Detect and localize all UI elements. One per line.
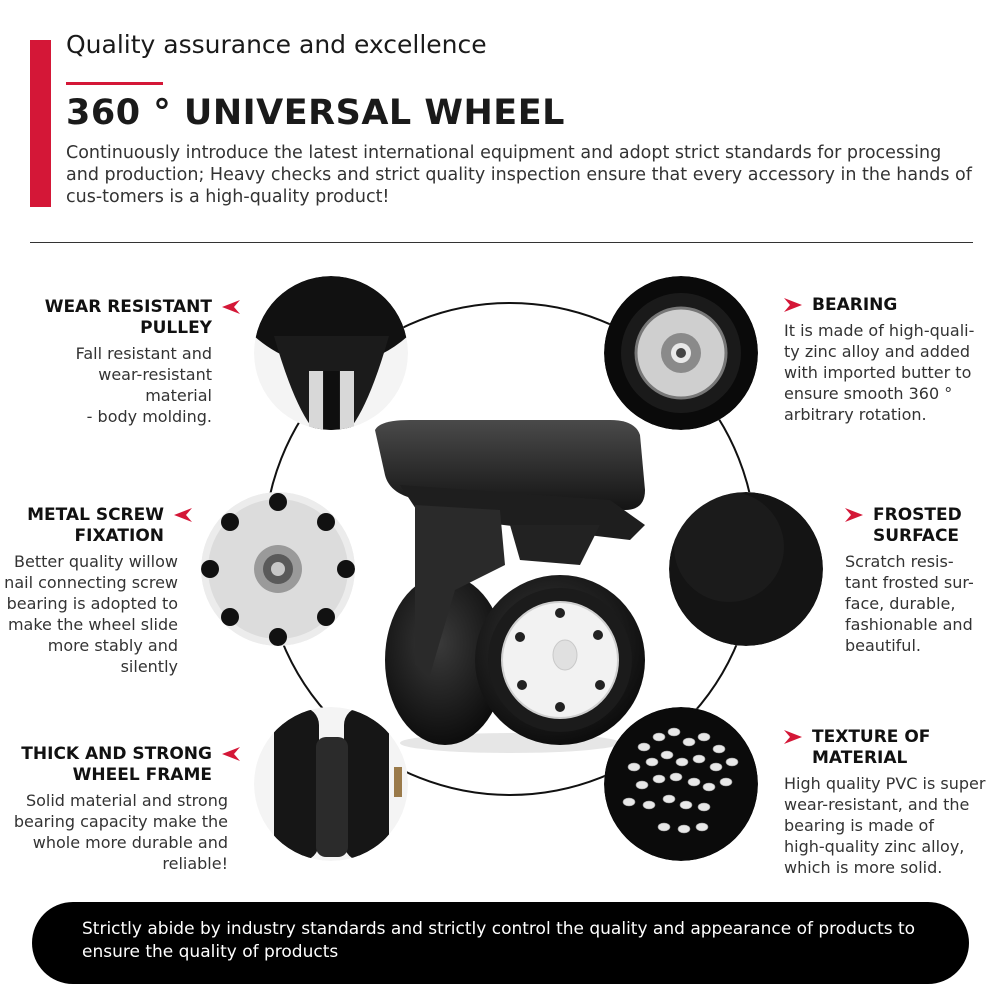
feature-body-line: which is more solid. [784,858,943,877]
bearing-closeup-image [604,276,758,430]
quality-banner: Strictly abide by industry standards and… [32,902,969,984]
feature-title-line: WHEEL FRAME [72,765,212,785]
feature-bearing: BEARING It is made of high-quali- ty zin… [784,295,984,425]
feature-title-line: METAL SCREW [27,505,164,525]
header-divider [30,242,973,243]
header-description: Continuously introduce the latest intern… [66,143,972,207]
feature-body-line: make the wheel slide [7,615,178,634]
feature-title-line: MATERIAL [812,748,908,768]
feature-title-line: PULLEY [140,318,212,338]
feature-body-line: Solid material and strong [25,791,228,810]
pointer-arrow-icon [784,730,802,744]
accent-underline [66,82,163,85]
feature-body-line: - body molding. [86,407,212,426]
feature-title-line: TEXTURE OF [812,727,931,747]
pointer-arrow-icon [222,300,240,314]
feature-title-line: BEARING [812,295,898,315]
section-subtitle: Quality assurance and excellence [66,30,487,59]
feature-body-line: wear-resistant material [98,365,212,405]
feature-body-line: more stably and [47,636,178,655]
feature-title-line: FIXATION [74,526,164,546]
screw-closeup-image [201,492,355,646]
feature-body-line: high-quality zinc alloy, [784,837,965,856]
feature-title-line: SURFACE [873,526,960,546]
feature-body-line: wear-resistant, and the [784,795,970,814]
feature-body-line: Better quality willow [14,552,178,571]
feature-body-line: ensure smooth 360 ° [784,384,953,403]
banner-text: Strictly abide by industry standards and… [82,919,916,962]
pulley-closeup-image [254,276,408,430]
frosted-surface-image [669,492,823,646]
feature-title-line: THICK AND STRONG [21,744,212,764]
feature-body-line: bearing is made of [784,816,934,835]
feature-body-line: face, durable, [845,594,956,613]
feature-body-line: reliable! [162,854,228,873]
pointer-arrow-icon [174,508,192,522]
feature-body-line: High quality PVC is super [784,774,986,793]
feature-body-line: arbitrary rotation. [784,405,927,424]
pointer-arrow-icon [845,508,863,522]
feature-body-line: silently [120,657,178,676]
accent-bar [30,40,51,207]
feature-body-line: bearing is adopted to [6,594,178,613]
feature-title-line: FROSTED [873,505,962,525]
page-title: 360 ° UNIVERSAL WHEEL [66,93,565,133]
feature-body-line: bearing capacity make the [13,812,228,831]
pointer-arrow-icon [784,298,802,312]
caster-wheel-image [375,420,645,753]
feature-body-line: ty zinc alloy and added [784,342,971,361]
feature-body-line: fashionable and [845,615,973,634]
feature-body-line: whole more durable and [32,833,228,852]
pointer-arrow-icon [222,747,240,761]
feature-body-line: nail connecting screw [4,573,178,592]
feature-body-line: Fall resistant and [75,344,212,363]
feature-body-line: beautiful. [845,636,921,655]
feature-body-line: It is made of high-quali- [784,321,975,340]
feature-body-line: tant frosted sur- [845,573,974,592]
feature-body-line: with imported butter to [784,363,972,382]
feature-title-line: WEAR RESISTANT [44,297,212,317]
pvc-granules-image [604,707,758,861]
wheel-frame-closeup-image [254,707,408,861]
feature-body-line: Scratch resis- [845,552,954,571]
